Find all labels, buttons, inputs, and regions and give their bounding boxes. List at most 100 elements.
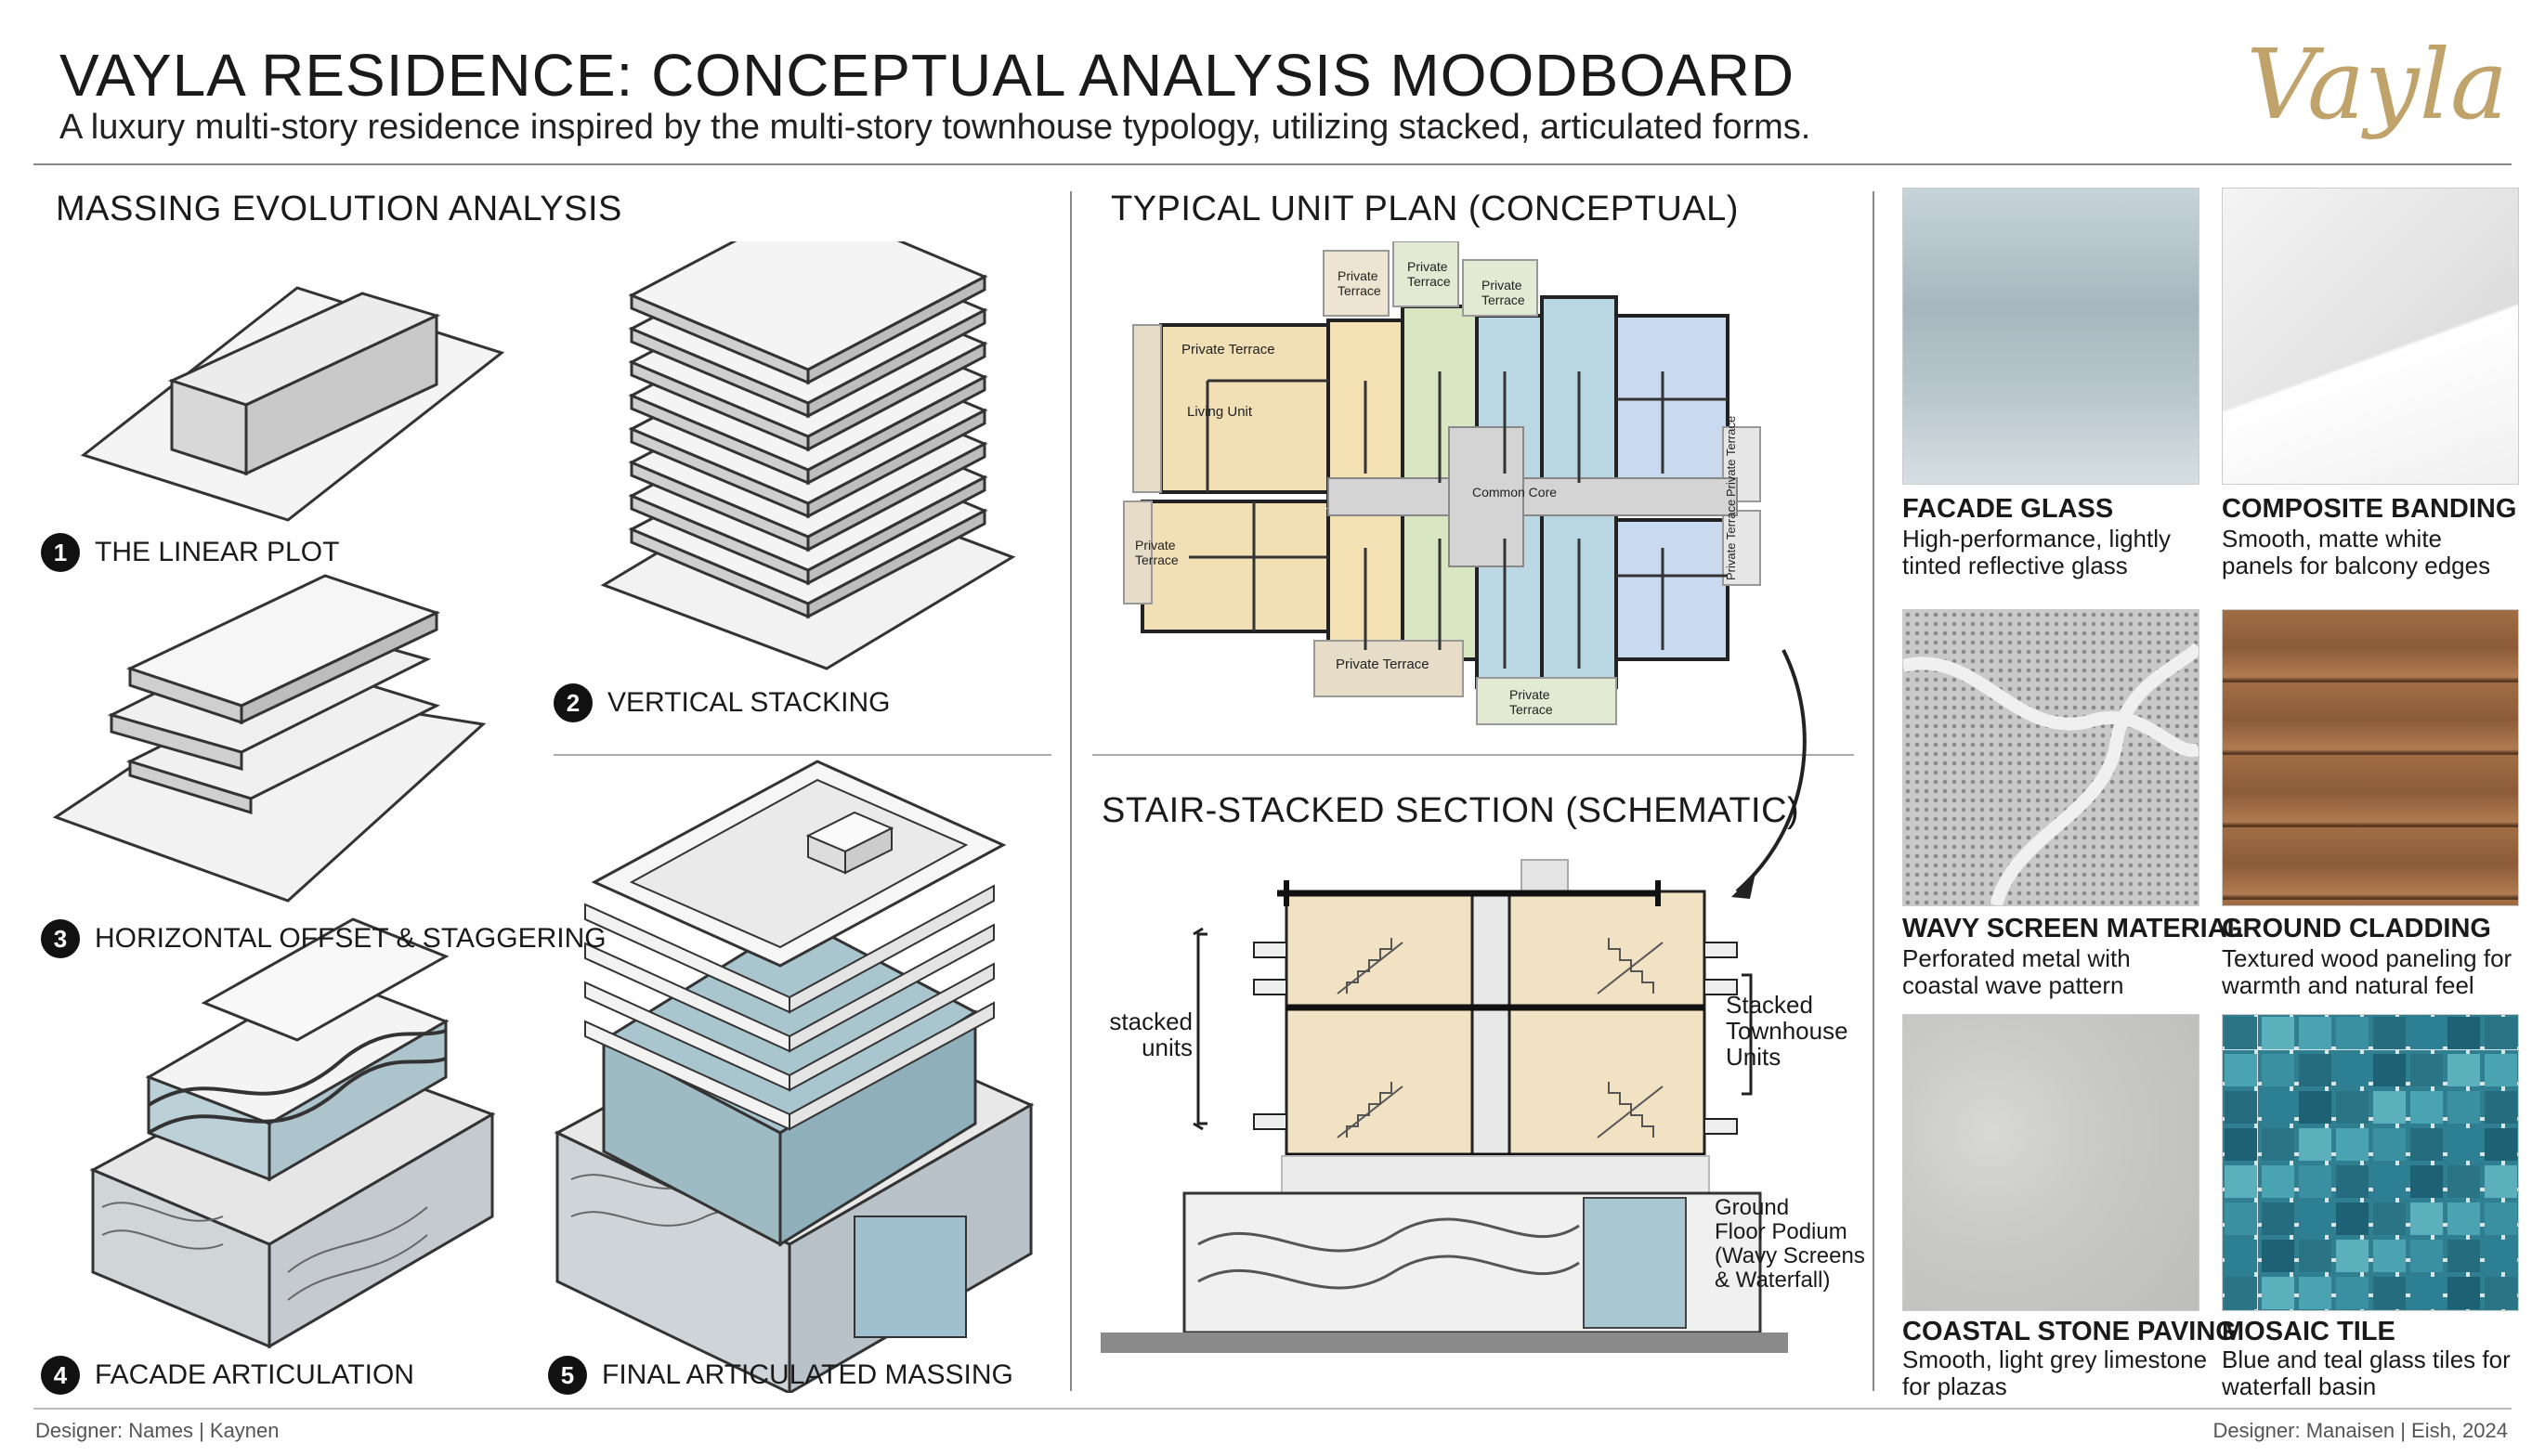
material-name: COMPOSITE BANDING [2222, 494, 2517, 524]
material-stone-paving [1902, 1014, 2199, 1311]
massing-divider [554, 754, 1051, 756]
material-desc: Smooth, matte white panels for balcony e… [2222, 526, 2490, 579]
massing-diagrams [52, 241, 1035, 1393]
mosaic-tile-swatch [2222, 1014, 2519, 1311]
plan-section-divider [1092, 754, 1854, 756]
podium-label-line3: (Wavy Screens [1715, 1243, 1865, 1268]
massing-facade-articulation [89, 917, 496, 1349]
mosaic-tile [2410, 1240, 2443, 1272]
mosaic-tile [2225, 1091, 2257, 1124]
section-right-label-line1: Stacked [1726, 991, 1813, 1019]
material-ground-cladding [2222, 609, 2519, 906]
unit-plan: Private Terrace Living Unit Common Core … [1123, 241, 1761, 725]
material-desc-line: Smooth, matte white [2222, 525, 2442, 552]
step-label: FINAL ARTICULATED MASSING [602, 1359, 1013, 1390]
mosaic-tile [2299, 1091, 2331, 1124]
material-desc: Blue and teal glass tiles for waterfall … [2222, 1346, 2511, 1400]
mosaic-tile [2373, 1277, 2406, 1309]
step-label: VERTICAL STACKING [607, 687, 891, 718]
plan-label-terrace-right2: Private Terrace [1724, 500, 1738, 580]
mosaic-tile [2262, 1091, 2294, 1124]
material-desc-line: waterfall basin [2222, 1372, 2377, 1400]
mosaic-tile [2447, 1240, 2480, 1272]
mosaic-tile [2299, 1128, 2331, 1161]
mosaic-tile [2336, 1240, 2369, 1272]
material-desc: Textured wood paneling for warmth and na… [2222, 945, 2512, 999]
mosaic-tile [2447, 1128, 2480, 1161]
section-right-label: Stacked Townhouse Units [1726, 992, 1848, 1070]
mosaic-tile [2447, 1202, 2480, 1235]
mosaic-tile [2336, 1202, 2369, 1235]
mosaic-tile [2225, 1054, 2257, 1086]
plan-label-terrace-top1b: Terrace [1338, 283, 1381, 298]
material-name: COASTAL STONE PAVING [1902, 1317, 2237, 1346]
step-number: 5 [548, 1356, 587, 1395]
mosaic-tile [2262, 1202, 2294, 1235]
step-label: THE LINEAR PLOT [95, 537, 340, 567]
mosaic-tile [2299, 1017, 2331, 1049]
mosaic-tile [2225, 1240, 2257, 1272]
section-right-label-line3: Units [1726, 1043, 1782, 1071]
mosaic-tile [2262, 1054, 2294, 1086]
mosaic-tile [2373, 1017, 2406, 1049]
material-name: GROUND CLADDING [2222, 914, 2491, 943]
material-desc-line: panels for balcony edges [2222, 552, 2491, 579]
composite-banding-swatch [2222, 188, 2519, 485]
mosaic-tile [2262, 1240, 2294, 1272]
massing-step-1: 1 THE LINEAR PLOT [41, 533, 339, 572]
mosaic-tile [2485, 1240, 2517, 1272]
mosaic-tile [2373, 1128, 2406, 1161]
mosaic-tile [2225, 1165, 2257, 1198]
mosaic-tile [2299, 1054, 2331, 1086]
mosaic-tile [2336, 1054, 2369, 1086]
material-desc-line: Textured wood paneling for [2222, 944, 2512, 972]
material-desc: High-performance, lightly tinted reflect… [1902, 526, 2171, 579]
mosaic-tile [2410, 1091, 2443, 1124]
mosaic-tile [2262, 1165, 2294, 1198]
step-number: 4 [41, 1356, 80, 1395]
mosaic-tile [2485, 1128, 2517, 1161]
plan-label-terrace-top2: Private [1407, 259, 1448, 274]
material-mosaic-tile [2222, 1014, 2519, 1311]
plan-label-terrace-bottom2: Private [1509, 687, 1550, 702]
plan-label-terrace-bottom: Private Terrace [1336, 656, 1429, 672]
stone-paving-swatch [1902, 1014, 2199, 1311]
mosaic-tile [2485, 1017, 2517, 1049]
step-number: 1 [41, 533, 80, 572]
page-subtitle: A luxury multi-story residence inspired … [59, 108, 1811, 147]
footer-right: Designer: Manaisen | Eish, 2024 [2212, 1419, 2508, 1442]
step-number: 2 [554, 683, 593, 722]
mosaic-grid [2225, 1017, 2517, 1309]
plan-label-terrace-left2b: Terrace [1135, 552, 1179, 567]
material-facade-glass [1902, 188, 2199, 485]
plan-label-terrace-left: Private Terrace [1181, 342, 1275, 358]
mosaic-tile [2447, 1054, 2480, 1086]
wavy-screen-swatch [1901, 609, 2204, 907]
footer-left: Designer: Names | Kaynen [35, 1419, 280, 1442]
material-desc-line: for plazas [1902, 1372, 2007, 1400]
section-right-label-line2: Townhouse [1726, 1017, 1848, 1045]
mosaic-tile [2485, 1277, 2517, 1309]
mosaic-tile [2410, 1202, 2443, 1235]
balcony-band [789, 923, 995, 1053]
plan-label-terrace-top2b: Terrace [1407, 274, 1451, 289]
material-desc-line: coastal wave pattern [1902, 971, 2124, 999]
balcony-band [789, 884, 995, 1014]
mosaic-tile [2373, 1165, 2406, 1198]
massing-step-5: 5 FINAL ARTICULATED MASSING [548, 1356, 1013, 1395]
mosaic-tile [2410, 1017, 2443, 1049]
balcony-band [789, 1001, 995, 1131]
wave-pattern [1901, 642, 2204, 907]
section-left-label-line1: stacked [1109, 1008, 1193, 1035]
mosaic-tile [2373, 1202, 2406, 1235]
section-podium-label: Ground Floor Podium (Wavy Screens & Wate… [1715, 1196, 1865, 1293]
material-desc-line: Smooth, light grey limestone [1902, 1346, 2208, 1373]
mosaic-tile [2299, 1202, 2331, 1235]
mosaic-tile [2225, 1202, 2257, 1235]
plan-title: TYPICAL UNIT PLAN (CONCEPTUAL) [1111, 189, 1739, 228]
mosaic-tile [2485, 1202, 2517, 1235]
plan-label-terrace-top3: Private [1481, 278, 1522, 292]
section-left-label: stacked units [1105, 1008, 1193, 1060]
material-desc-line: tinted reflective glass [1902, 552, 2128, 579]
step-label: FACADE ARTICULATION [95, 1359, 414, 1390]
